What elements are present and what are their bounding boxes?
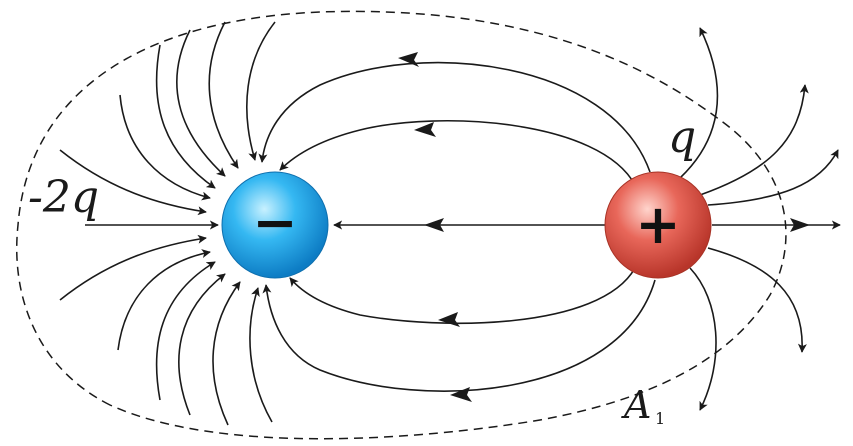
- field-line-in-bottom-4: [178, 273, 226, 416]
- field-line-top-inner: [279, 120, 636, 186]
- field-line-out-up-3: [707, 149, 839, 206]
- field-line-bottom-outer: [262, 279, 656, 392]
- field-line-bottom-inner: [289, 267, 636, 325]
- dashed-boundary: [16, 10, 787, 440]
- field-line-in-bottom-1: [59, 234, 207, 301]
- field-line-out-down-1: [707, 247, 807, 353]
- field-line-in-top-2: [208, 21, 239, 169]
- arrow-bottom-outer: [450, 387, 472, 402]
- positive-charge: [604, 171, 712, 279]
- label-point-a1-subscript: 1: [655, 409, 665, 428]
- field-line-in-top-6: [59, 149, 207, 216]
- label-positive-charge: q: [668, 112, 696, 163]
- field-line-out-down-2: [689, 267, 717, 411]
- field-line-in-top-1: [246, 21, 276, 161]
- axis-right-arrow: [790, 218, 810, 232]
- field-line-out-up-2: [699, 84, 809, 196]
- field-line-in-top-4: [155, 44, 216, 189]
- arrow-top-inner: [414, 122, 436, 137]
- label-point-a1: A: [621, 383, 651, 427]
- positive-sign: +: [635, 193, 680, 256]
- field-line-in-bottom-2: [117, 249, 211, 351]
- label-negative-charge: -2q: [28, 172, 99, 223]
- arrow-top-outer: [398, 52, 419, 67]
- field-line-in-bottom-5: [212, 281, 241, 426]
- negative-charge: [221, 171, 329, 279]
- field-line-top-outer: [258, 61, 651, 173]
- axis-middle-arrow: [424, 218, 444, 232]
- field-line-in-top-3: [176, 29, 226, 177]
- arrow-bottom-inner: [438, 312, 460, 327]
- field-line-in-bottom-3: [155, 261, 216, 401]
- field-line-out-up-1: [679, 27, 719, 179]
- field-line-in-top-5: [119, 94, 211, 201]
- field-line-in-bottom-6: [249, 287, 273, 423]
- negative-sign: −: [252, 191, 297, 254]
